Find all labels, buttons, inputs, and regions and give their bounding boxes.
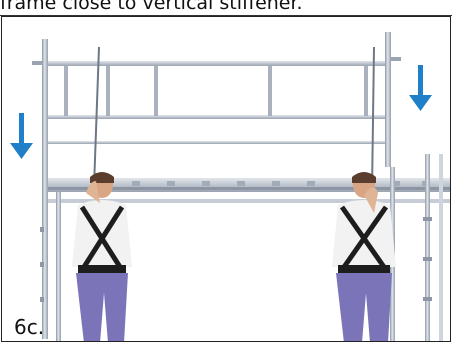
- panel-label: 6c.: [14, 315, 44, 339]
- arrow-down-icon: [409, 65, 432, 111]
- arrow-down-icon: [10, 113, 33, 159]
- figure-caption: frame close to vertical stiffener.: [0, 0, 452, 16]
- worker-left: [72, 47, 132, 342]
- scaffold-illustration: 6c.: [1, 16, 451, 342]
- scaffold-drawing: [2, 17, 451, 342]
